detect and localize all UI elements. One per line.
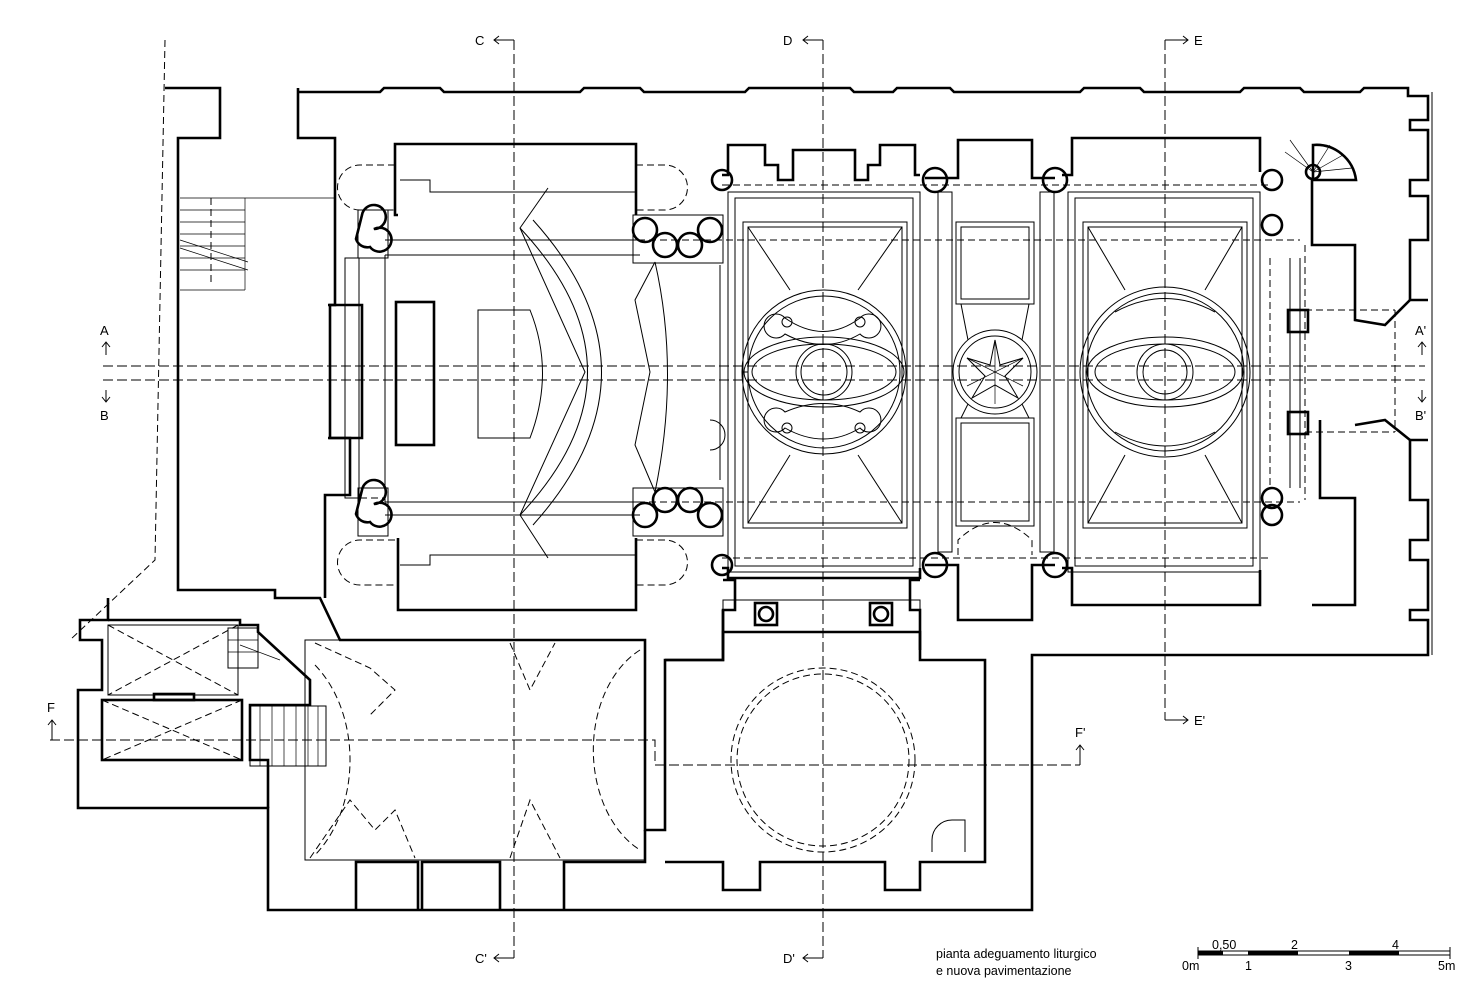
section-marker-e-prime: E' <box>1165 713 1205 728</box>
vaulted-room <box>304 639 647 910</box>
section-marker-a: A <box>100 323 111 355</box>
drawing-caption: pianta adeguamento liturgico e nuova pav… <box>936 947 1097 978</box>
section-label-a-prime: A' <box>1415 323 1426 338</box>
section-label-b-prime: B' <box>1415 408 1426 423</box>
section-markers: A B A' B' C C' <box>47 33 1427 966</box>
section-marker-d: D <box>783 33 823 48</box>
presbytery <box>328 142 688 612</box>
scale-bar: 0,50 2 4 0m 1 3 5m <box>1182 938 1455 973</box>
scale-label-bottom-3: 5m <box>1438 959 1455 973</box>
bottom-left-annex <box>100 618 327 808</box>
pier-cluster <box>631 214 724 264</box>
section-marker-e: E <box>1165 33 1203 48</box>
round-chapel <box>665 578 987 892</box>
section-label-b: B <box>100 408 109 423</box>
section-label-c-prime: C' <box>475 951 487 966</box>
section-label-d-prime: D' <box>783 951 795 966</box>
scale-label-bottom-2: 3 <box>1345 959 1352 973</box>
spiral-stair <box>1284 139 1358 182</box>
pier-clusters <box>354 166 1284 579</box>
section-marker-f: F <box>47 700 57 740</box>
section-label-f: F <box>47 700 55 715</box>
section-label-c: C <box>475 33 484 48</box>
pier-cluster <box>631 486 724 537</box>
section-marker-b-prime: B' <box>1415 390 1427 423</box>
nave-bay-2 <box>1062 136 1262 607</box>
section-label-e: E <box>1194 33 1203 48</box>
section-label-a: A <box>100 323 109 338</box>
section-label-e-prime: E' <box>1194 713 1205 728</box>
pier-cluster <box>354 478 393 537</box>
section-marker-d-prime: D' <box>783 951 823 966</box>
caption-line-1: pianta adeguamento liturgico <box>936 947 1097 961</box>
section-marker-c: C <box>475 33 514 48</box>
caption-line-2: e nuova pavimentazione <box>936 964 1072 978</box>
pier-cluster <box>354 203 393 259</box>
scale-label-top-1: 2 <box>1291 938 1298 952</box>
nave-middle-strip <box>925 138 1055 622</box>
vault-projection <box>385 184 1306 559</box>
section-marker-c-prime: C' <box>475 951 514 966</box>
outer-walls <box>76 86 1433 912</box>
stair-treads <box>179 198 249 285</box>
section-marker-f-prime: F' <box>1075 725 1085 765</box>
scale-label-bottom-0: 0m <box>1182 959 1199 973</box>
nave-bay-1 <box>709 143 922 580</box>
section-label-f-prime: F' <box>1075 725 1085 740</box>
section-label-d: D <box>783 33 792 48</box>
entrance-area <box>1284 139 1411 607</box>
section-axes <box>50 40 1425 958</box>
scale-label-top-2: 4 <box>1392 938 1399 952</box>
scale-label-top-0: 0,50 <box>1212 938 1236 952</box>
pier-cluster <box>710 166 1284 579</box>
scale-label-bottom-1: 1 <box>1245 959 1252 973</box>
section-marker-b: B <box>100 390 111 423</box>
section-marker-a-prime: A' <box>1415 323 1427 355</box>
left-wing <box>69 39 352 641</box>
